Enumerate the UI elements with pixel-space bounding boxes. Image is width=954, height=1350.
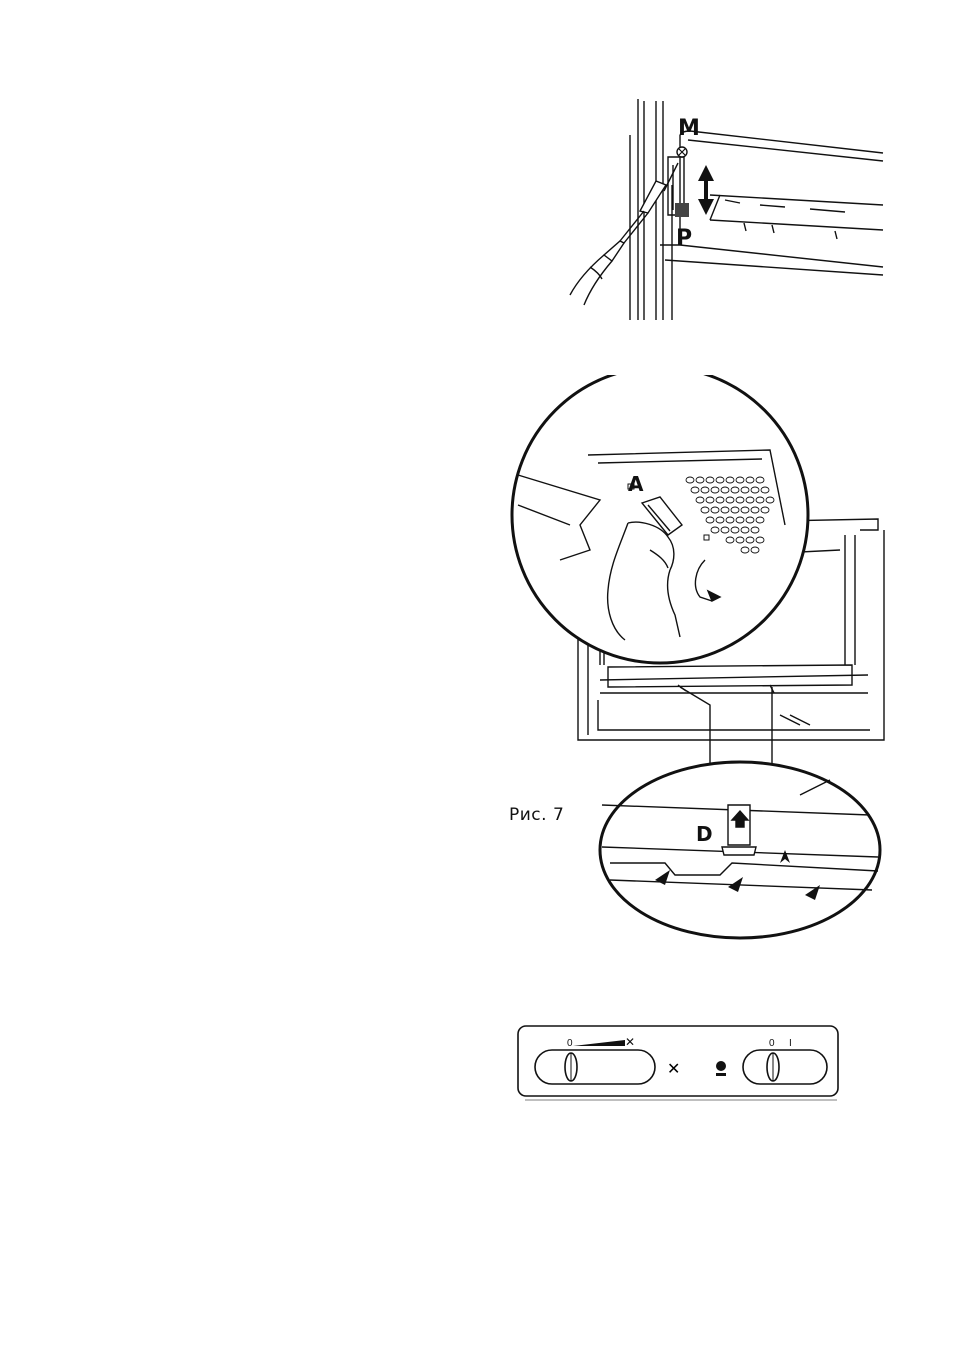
label-m: M	[678, 116, 700, 141]
control-panel-drawing: 0 ✕ ✕ 0 I	[515, 1022, 845, 1104]
fan-small-icon: ✕	[625, 1035, 635, 1049]
light-off-label: 0	[769, 1038, 775, 1049]
screw-adjustment-drawing: M P	[560, 95, 890, 325]
figure-filter-removal: A D	[500, 375, 900, 945]
fan-dial-min-label: 0	[567, 1038, 573, 1049]
block-p	[675, 203, 689, 217]
label-d: D	[696, 822, 713, 846]
filter-removal-drawing: A D	[500, 375, 900, 945]
label-p: P	[676, 226, 692, 251]
magnified-circle-upper: A	[512, 375, 808, 663]
vertical-double-arrow-icon	[698, 165, 714, 215]
screwdriver-icon	[570, 163, 678, 305]
figure-screw-adjustment: M P	[560, 95, 890, 325]
lamp-icon	[716, 1061, 726, 1076]
magnified-circle-lower: D	[600, 762, 880, 938]
label-a: A	[628, 472, 644, 496]
figure-caption: Рис. 7	[509, 805, 564, 825]
control-panel: 0 ✕ ✕ 0 I	[515, 1022, 845, 1104]
fan-icon: ✕	[667, 1059, 680, 1078]
light-on-label: I	[789, 1038, 792, 1049]
